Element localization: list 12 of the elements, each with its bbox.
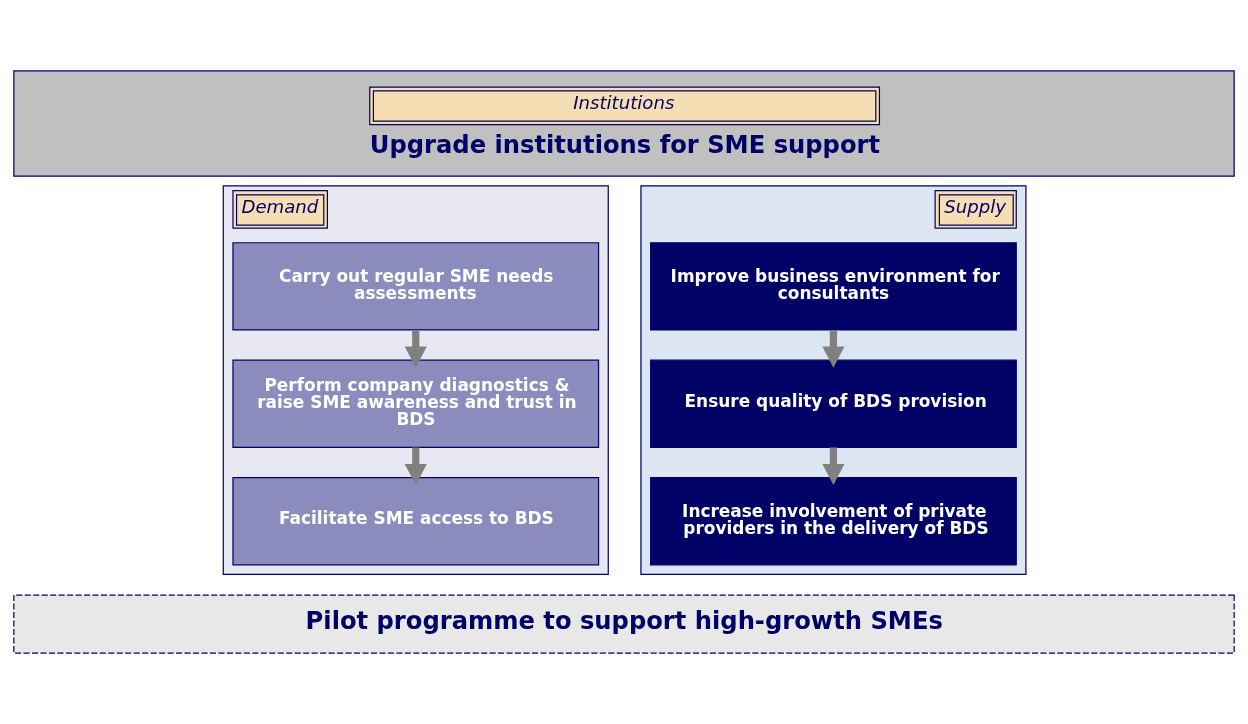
arrow <box>404 330 427 368</box>
node-box: Perform company diagnostics & raise SME awareness and trust in BDS <box>232 359 600 448</box>
node-box: Pilot programme to support high-growth SMEs <box>13 594 1235 654</box>
node-box: Ensure quality of BDS provision <box>650 359 1017 448</box>
node-box: Increase involvement of private providers in the delivery of BDS <box>650 477 1017 566</box>
arrow <box>822 447 845 486</box>
node-box: Improve business environment for consultants <box>650 242 1017 331</box>
node-box: Carry out regular SME needs assessments <box>232 242 600 331</box>
node-box: Facilitate SME access to BDS <box>232 477 600 566</box>
arrow <box>404 447 427 486</box>
node-box: Institutions Upgrade institutions for SME support <box>13 70 1235 177</box>
arrow <box>822 330 845 368</box>
